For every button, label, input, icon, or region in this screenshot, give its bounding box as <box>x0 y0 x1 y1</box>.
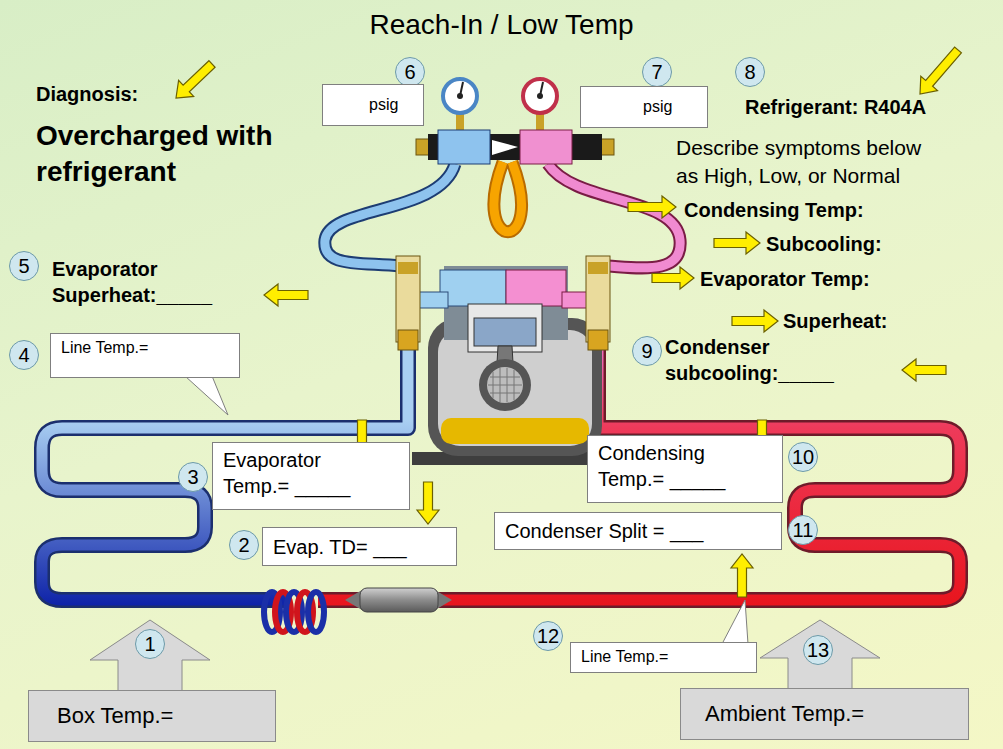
discharge-hose <box>548 164 680 268</box>
heat-exchanger-coils <box>264 592 324 632</box>
charging-hose <box>494 162 522 232</box>
callout-number: 12 <box>533 621 563 651</box>
callout-number: 7 <box>642 57 672 87</box>
temperature-callout: Line Temp.= <box>50 333 240 378</box>
box-text: Condensing Temp.= _____ <box>598 440 748 492</box>
filter-drier <box>345 588 452 612</box>
measurement-box: Evap. TD= ___ <box>262 527 457 566</box>
pointer-arrow <box>714 232 760 254</box>
pointer-arrow <box>731 554 753 597</box>
box-text: Evap. TD= ___ <box>273 534 448 560</box>
pointer-arrow <box>264 284 308 306</box>
instruction-note: Describe symptoms below as High, Low, or… <box>676 134 938 189</box>
box-text: Box Temp.= <box>57 702 267 731</box>
airflow-arrow <box>760 620 880 692</box>
callout-number: 6 <box>395 57 425 87</box>
discharge-hose-fill <box>548 164 680 268</box>
pointer-arrows <box>176 47 961 597</box>
symptom-label: Evaporator Temp: <box>700 267 870 291</box>
box-text: Line Temp.= <box>581 647 746 668</box>
box-text: psig <box>643 97 699 118</box>
gauge-reading-box: psig <box>322 84 424 126</box>
box-text: Ambient Temp.= <box>705 700 960 729</box>
airflow-arrow <box>90 620 210 694</box>
measurement-box: Evaporator Temp.= _____ <box>212 442 410 510</box>
pointer-arrow <box>902 359 946 381</box>
reading-label: Evaporator Superheat:_____ <box>52 256 267 308</box>
callout-number: 10 <box>788 442 818 472</box>
callout-number: 1 <box>135 629 165 659</box>
diagram-title: Reach-In / Low Temp <box>0 8 1003 42</box>
callout-number: 11 <box>788 515 818 545</box>
charging-hose-fill <box>494 162 522 232</box>
symptom-label: Superheat: <box>783 309 887 333</box>
box-text: Evaporator Temp.= _____ <box>223 447 373 499</box>
pointer-arrow <box>417 482 439 524</box>
diagnosis-text: Overcharged with refrigerant <box>36 118 336 191</box>
note-heading: Diagnosis: <box>36 82 138 106</box>
symptom-label: Subcooling: <box>766 232 882 256</box>
gauge-reading-box: psig <box>580 86 708 128</box>
temperature-input-box: Ambient Temp.= <box>680 688 969 740</box>
suction-hose <box>325 164 455 266</box>
box-text: Condenser Split = ___ <box>505 518 773 544</box>
measurement-box: Condensing Temp.= _____ <box>587 435 783 503</box>
coil-loop <box>308 592 324 632</box>
callout-number: 8 <box>735 57 765 87</box>
callout-tail <box>185 376 228 415</box>
pointer-arrow <box>920 47 961 94</box>
pointer-arrow <box>732 310 778 332</box>
pointer-arrow <box>176 61 215 98</box>
symptom-label: Condensing Temp: <box>684 198 864 222</box>
callout-number: 3 <box>178 462 208 492</box>
callout-number: 2 <box>229 530 259 560</box>
box-text: Line Temp.= <box>61 338 231 359</box>
callout-tail <box>722 600 748 644</box>
suction-hose-fill <box>325 164 455 266</box>
pointer-arrow <box>652 267 694 289</box>
box-text: psig <box>369 95 415 116</box>
refrigerant-label: Refrigerant: R404A <box>745 95 926 119</box>
callout-number: 13 <box>803 635 833 665</box>
callout-number: 4 <box>9 340 39 370</box>
temperature-input-box: Box Temp.= <box>28 690 276 742</box>
measurement-box: Condenser Split = ___ <box>494 512 782 550</box>
callout-number: 9 <box>632 336 662 366</box>
compressor <box>396 256 618 465</box>
reading-label: Condenser subcooling:_____ <box>665 334 895 386</box>
temperature-callout: Line Temp.= <box>570 642 757 673</box>
pointer-arrow <box>628 196 676 218</box>
callout-number: 5 <box>9 251 39 281</box>
